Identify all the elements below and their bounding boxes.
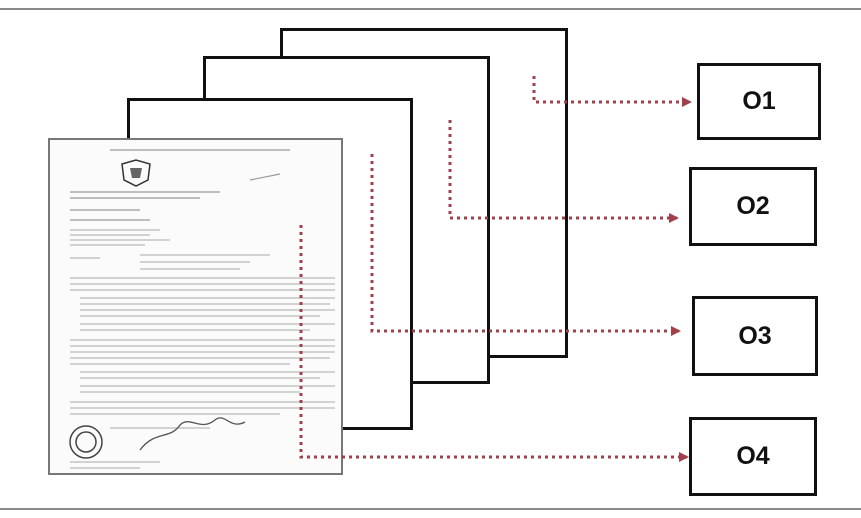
- scanned-document: [48, 138, 343, 475]
- bottom-rule: [0, 508, 861, 510]
- connector-o2: [448, 120, 679, 223]
- signature-icon: [139, 417, 246, 451]
- connector-o3: [370, 154, 681, 336]
- connector-o1: [532, 76, 692, 107]
- document-crest-icon: [121, 159, 151, 187]
- output-box-o2: O2: [689, 167, 817, 246]
- top-rule: [0, 8, 861, 10]
- connector-o4: [299, 225, 689, 462]
- seal-stamp-icon: [69, 425, 103, 459]
- output-box-o3: O3: [692, 296, 818, 376]
- output-box-o1: O1: [697, 63, 821, 140]
- output-box-o4: O4: [689, 417, 817, 496]
- document-scan-illustration: [69, 149, 335, 469]
